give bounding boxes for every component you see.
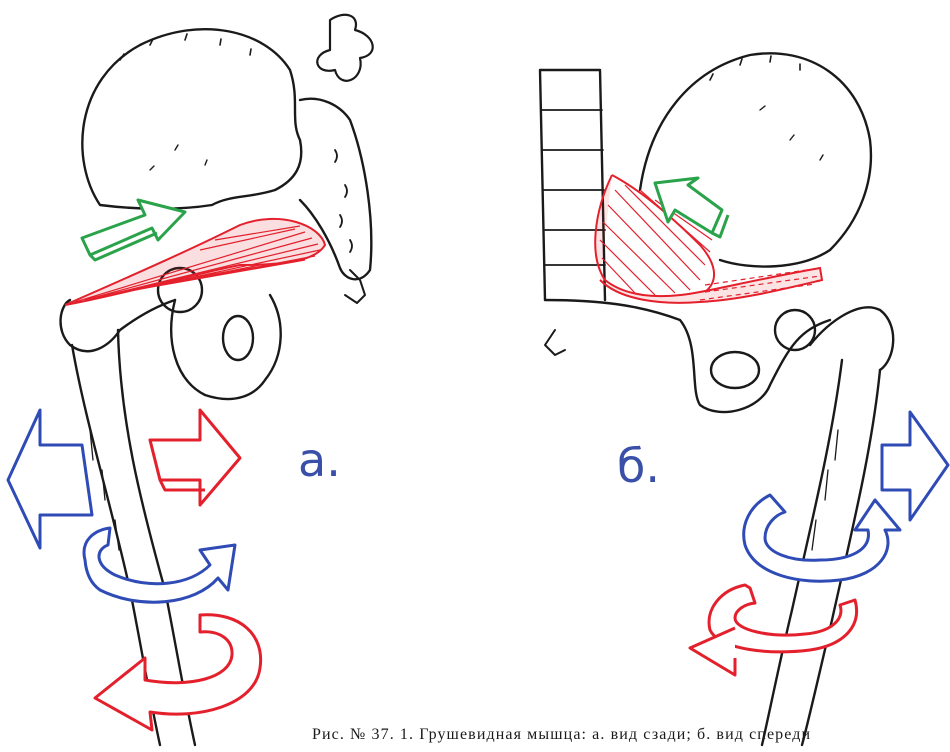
iliac-wing-a	[82, 29, 301, 209]
femoral-neck-b	[810, 307, 893, 370]
obturator-foramen-b	[711, 352, 759, 388]
red-rotation-arrow-b	[690, 585, 857, 675]
piriformis-muscle-b	[595, 175, 822, 303]
pubis-b	[545, 300, 830, 412]
blue-rotation-arrow-a	[84, 528, 235, 602]
red-arrow-a	[150, 410, 240, 505]
panel-label-a: а.	[298, 437, 341, 483]
blue-rotation-arrow-b	[744, 495, 900, 581]
obturator-foramen-a	[223, 316, 253, 360]
panel-label-b: б.	[617, 443, 660, 489]
green-arrow-b	[655, 178, 728, 237]
panel-a-posterior-view	[61, 15, 373, 745]
red-rotation-arrow-a	[95, 615, 261, 730]
blue-arrow-b	[882, 412, 948, 520]
blue-arrow-a	[8, 410, 92, 548]
figure-caption: Рис. № 37. 1. Грушевидная мышца: а. вид …	[312, 726, 950, 744]
